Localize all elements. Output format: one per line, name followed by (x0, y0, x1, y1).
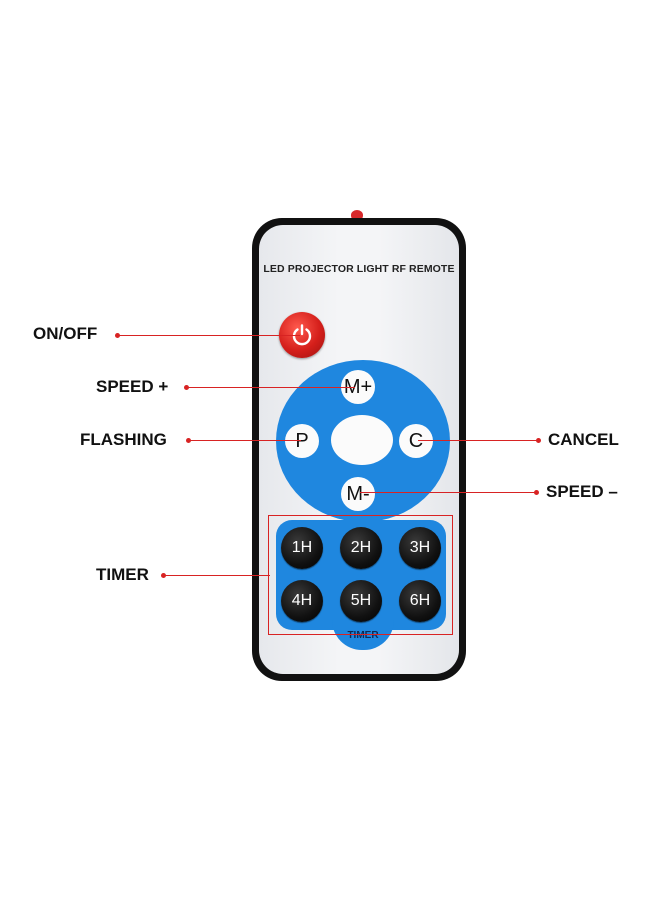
callout-line (187, 387, 355, 389)
power-icon (292, 324, 312, 346)
callout-line (118, 335, 300, 337)
cancel-button[interactable]: C (399, 424, 433, 458)
speed-down-button[interactable]: M- (341, 477, 375, 511)
callout-dot (115, 333, 120, 338)
callout-dot (536, 438, 541, 443)
callout-dot (161, 573, 166, 578)
timer-5h-button[interactable]: 5H (340, 580, 382, 622)
timer-4h-button[interactable]: 4H (281, 580, 323, 622)
callout-speed-minus: SPEED – (546, 482, 618, 501)
flashing-button[interactable]: P (285, 424, 319, 458)
callout-line (189, 440, 301, 442)
signal-led (351, 210, 363, 220)
callout-line (418, 440, 538, 442)
callout-dot (186, 438, 191, 443)
callout-timer: TIMER (96, 565, 149, 584)
speed-up-button[interactable]: M+ (341, 370, 375, 404)
callout-on-off: ON/OFF (33, 324, 98, 343)
callout-line (164, 575, 270, 577)
timer-highlight-box (268, 515, 453, 635)
callout-cancel: CANCEL (548, 430, 619, 449)
callout-dot (184, 385, 189, 390)
brand-label: LED PROJECTOR LIGHT RF REMOTE (263, 263, 455, 275)
timer-panel-label: TIMER (347, 630, 379, 641)
timer-3h-button[interactable]: 3H (399, 527, 441, 569)
callout-speed-plus: SPEED + (96, 377, 169, 396)
callout-line (360, 492, 536, 494)
center-button[interactable] (331, 415, 393, 465)
timer-1h-button[interactable]: 1H (281, 527, 323, 569)
callout-flashing: FLASHING (80, 430, 167, 449)
timer-2h-button[interactable]: 2H (340, 527, 382, 569)
timer-6h-button[interactable]: 6H (399, 580, 441, 622)
callout-dot (534, 490, 539, 495)
